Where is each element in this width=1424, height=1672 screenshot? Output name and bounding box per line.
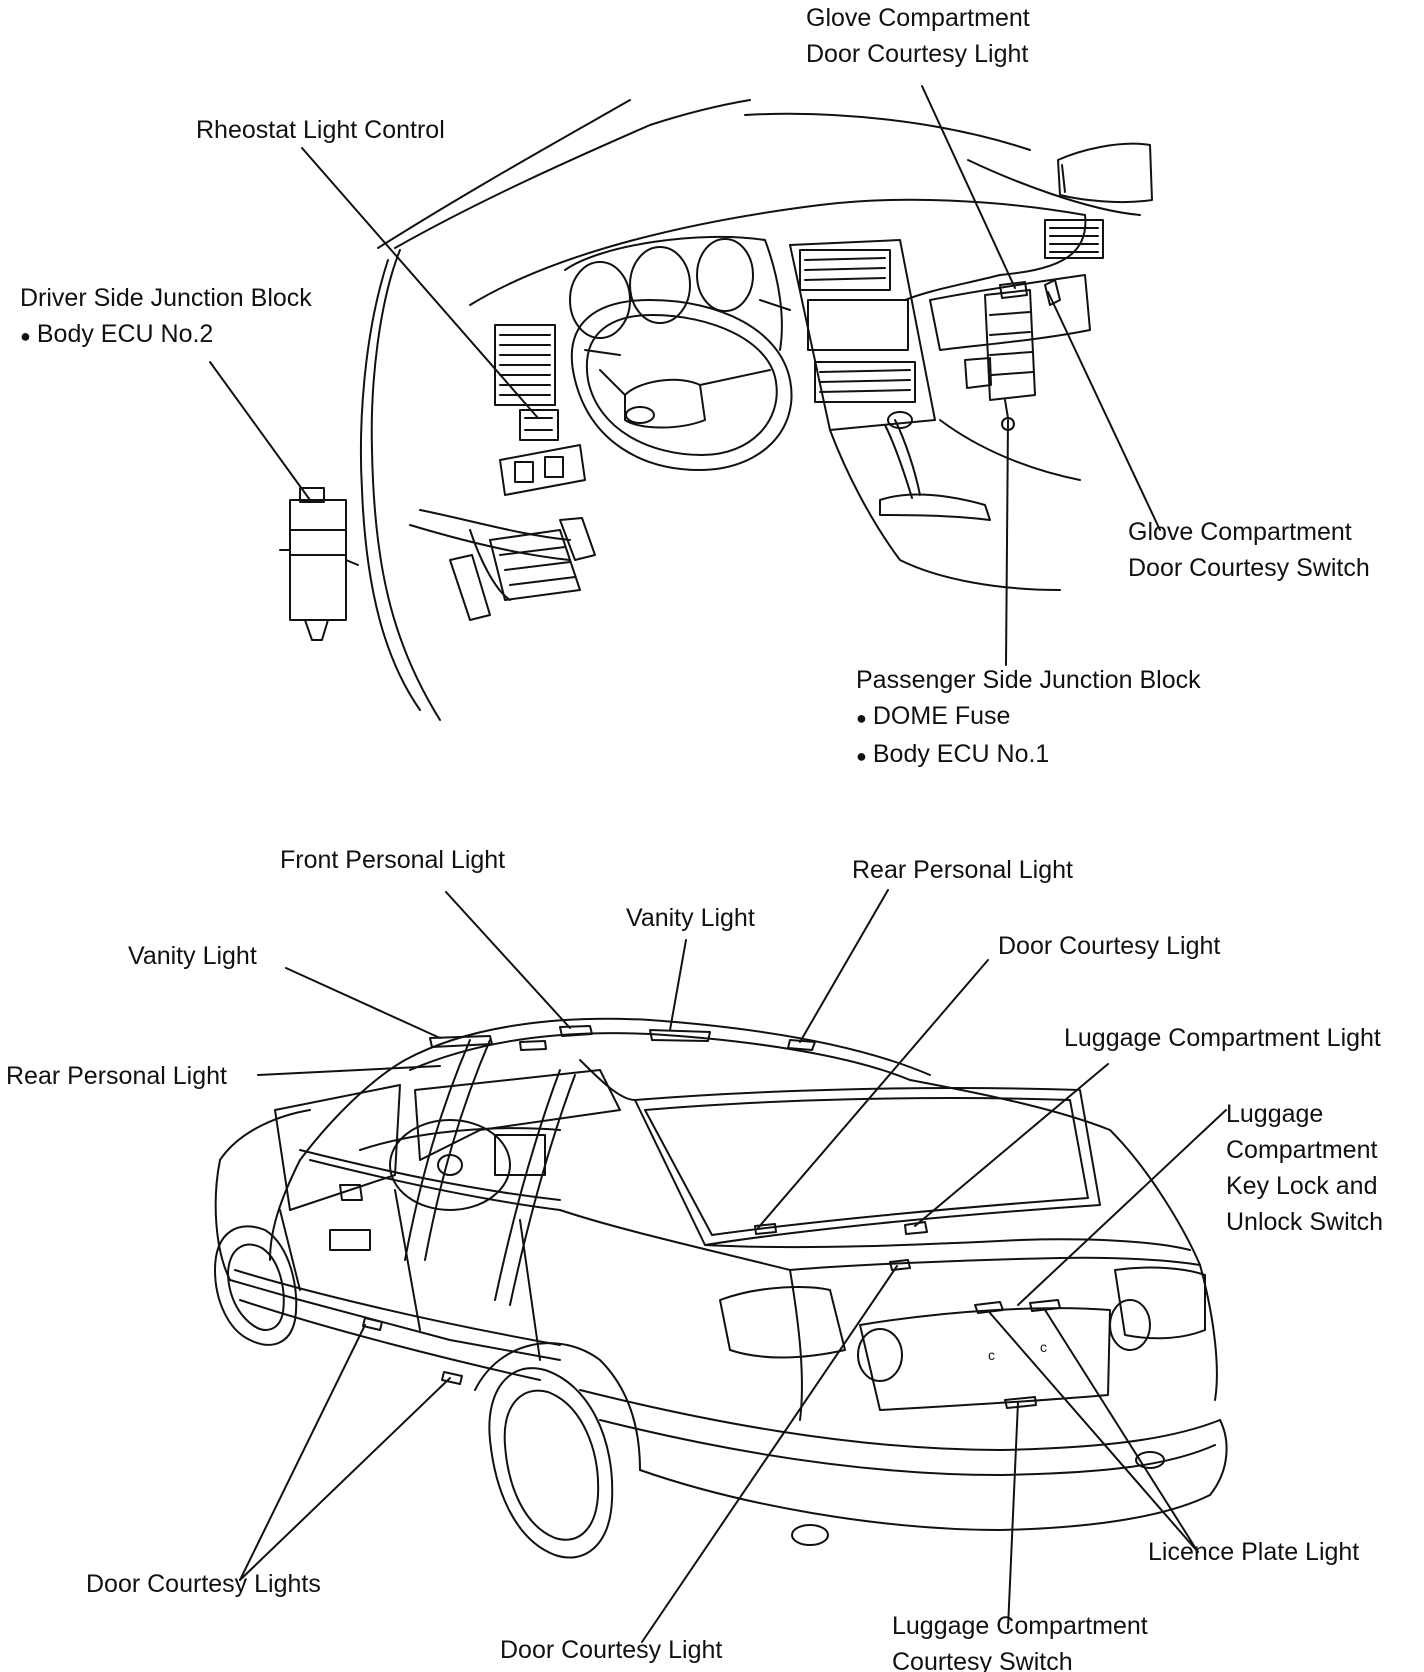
door-courtesy-lights-label: Door Courtesy Lights	[86, 1570, 321, 1598]
luggage-switch-line-2: Courtesy Switch	[892, 1648, 1073, 1672]
bullet-icon: ●	[20, 326, 31, 346]
passenger-junction-block-title: Passenger Side Junction Block	[856, 666, 1201, 694]
rheostat-label: Rheostat Light Control	[196, 116, 445, 144]
luggage-switch-line-1: Luggage Compartment	[892, 1612, 1148, 1640]
body-ecu-2-text: Body ECU No.2	[36, 320, 214, 348]
glove-light-label-line-1: Glove Compartment	[806, 4, 1030, 32]
front-personal-light-label: Front Personal Light	[280, 846, 506, 874]
door-courtesy-light-bottom-label: Door Courtesy Light	[500, 1636, 723, 1664]
luggage-key-line-3: Key Lock and	[1226, 1172, 1378, 1200]
vehicle-leader-lines	[239, 889, 1227, 1643]
driver-junction-block-label: Driver Side Junction Block ●Body ECU No.…	[20, 280, 312, 354]
licence-plate-light-label: Licence Plate Light	[1148, 1538, 1360, 1566]
luggage-key-switch-label: Luggage Compartment Key Lock and Unlock …	[1226, 1096, 1383, 1240]
rear-personal-light-top-label: Rear Personal Light	[852, 856, 1073, 884]
glove-switch-label: Glove Compartment Door Courtesy Switch	[1128, 514, 1370, 586]
dashboard-illustration	[279, 99, 1153, 721]
vanity-light-left-label: Vanity Light	[128, 942, 257, 970]
glove-switch-label-line-2: Door Courtesy Switch	[1128, 554, 1370, 582]
bullet-icon: ●	[856, 746, 867, 766]
door-courtesy-light-top-label: Door Courtesy Light	[998, 932, 1221, 960]
body-ecu-1-text: Body ECU No.1	[872, 740, 1050, 768]
vehicle-illustration: c c	[214, 1017, 1228, 1559]
driver-junction-block-item: ●Body ECU No.2	[20, 316, 312, 354]
vanity-light-center-label: Vanity Light	[626, 904, 755, 932]
passenger-junction-block-item-1: ●DOME Fuse	[856, 698, 1201, 736]
passenger-junction-block-item-2: ●Body ECU No.1	[856, 736, 1201, 774]
luggage-key-line-4: Unlock Switch	[1226, 1208, 1383, 1236]
driver-junction-block-title: Driver Side Junction Block	[20, 284, 312, 312]
dashboard-leader-lines	[209, 85, 1161, 666]
glove-light-label-line-2: Door Courtesy Light	[806, 40, 1029, 68]
svg-text:c: c	[1040, 1339, 1047, 1355]
luggage-key-line-1: Luggage	[1226, 1100, 1324, 1128]
luggage-switch-label: Luggage Compartment Courtesy Switch	[892, 1608, 1148, 1672]
svg-text:c: c	[988, 1347, 995, 1363]
luggage-light-label: Luggage Compartment Light	[1064, 1024, 1381, 1052]
dome-fuse-text: DOME Fuse	[872, 702, 1011, 730]
bullet-icon: ●	[856, 708, 867, 728]
luggage-key-line-2: Compartment	[1226, 1136, 1378, 1164]
rear-personal-light-left-label: Rear Personal Light	[6, 1062, 227, 1090]
passenger-junction-block-label: Passenger Side Junction Block ●DOME Fuse…	[856, 662, 1201, 774]
glove-switch-label-line-1: Glove Compartment	[1128, 518, 1352, 546]
glove-light-label: Glove Compartment Door Courtesy Light	[806, 0, 1030, 72]
